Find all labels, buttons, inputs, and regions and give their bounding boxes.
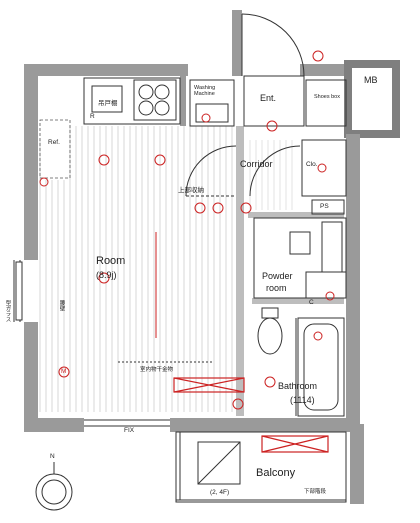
mark-m-label: M: [61, 368, 67, 375]
corridor-label: Corridor: [240, 159, 273, 169]
entrance: [241, 13, 305, 127]
upper-storage-label: 上部収納: [178, 187, 204, 194]
mark-c-label: C: [309, 299, 314, 306]
closet-label: Clo.: [306, 161, 318, 168]
bathroom-size-label: (1114): [290, 395, 315, 405]
closet-top-label: 吊戸棚: [98, 100, 118, 107]
powder-room-label-2: room: [266, 283, 287, 293]
fix-window: [84, 419, 170, 427]
shoes-box: [305, 79, 347, 127]
balcony: [175, 431, 347, 503]
walls: [24, 10, 400, 504]
bathroom-name-label: Bathroom: [278, 381, 318, 391]
room-name-label: Room: [96, 255, 126, 267]
aircon-marks: [173, 377, 329, 453]
corridor-floor: [249, 140, 293, 210]
pipe-space-box: [311, 199, 345, 215]
powder-room-label-1: Powder: [262, 271, 293, 281]
room-size-label: (8.9j): [96, 270, 117, 280]
toilet: [257, 307, 283, 355]
refrigerator-space: [39, 119, 71, 179]
room-floor: [39, 126, 233, 412]
handrail-label: 腰壁: [58, 300, 65, 311]
washing-machine-label: Washing Machine: [194, 85, 216, 97]
electrical-symbols: [39, 50, 335, 410]
bathroom: [295, 317, 345, 417]
mb-label: MB: [364, 75, 378, 85]
lower-hatch-label: 下部階段: [304, 489, 327, 495]
indoor-drying-rail: [118, 232, 212, 363]
fix-window-label: FIX: [124, 427, 135, 434]
balcony-label: Balcony: [256, 467, 296, 479]
pipe-space-label: PS: [320, 203, 329, 210]
washing-machine: [189, 79, 235, 127]
kitchen-counter: [83, 77, 181, 125]
compass-n-label: N: [50, 453, 55, 460]
entrance-label: Ent.: [260, 93, 277, 103]
balcony-note-label: (2, 4F): [210, 489, 230, 496]
shoes-box-label: Shoes box: [314, 94, 340, 100]
frosted-glass-label: 型ガラス: [4, 300, 11, 322]
refrigerator-label: Ref.: [48, 139, 60, 146]
indoor-drying-label: 室内物干金物: [140, 367, 174, 373]
mark-r-label: R: [90, 113, 95, 120]
left-window: [13, 260, 23, 322]
compass: [35, 462, 73, 511]
powder-room: [253, 217, 347, 299]
closet-area: [249, 139, 347, 197]
room-door: [185, 145, 237, 197]
